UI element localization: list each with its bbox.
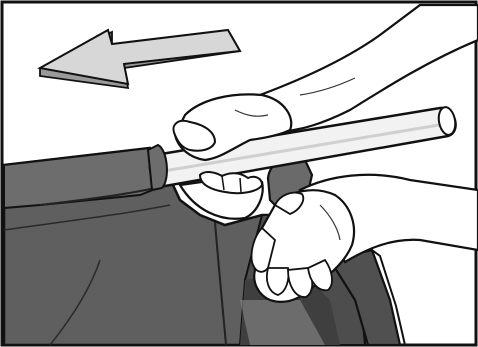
illustration-frame xyxy=(0,0,478,347)
instructional-illustration xyxy=(0,0,478,347)
